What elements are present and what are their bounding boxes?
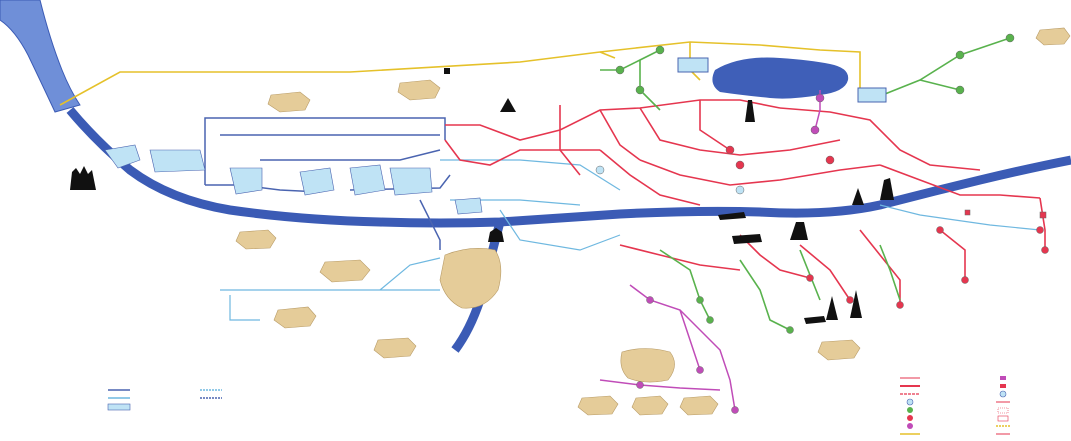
landmark-silhouette-icon [804, 316, 826, 324]
district-blob [235, 229, 277, 250]
landmark-silhouette-icon [488, 228, 504, 242]
station-node-icon [731, 406, 739, 414]
landmark-silhouette-icon [852, 188, 864, 205]
network-nodes [595, 33, 1049, 414]
district-blob [1035, 27, 1071, 46]
district-blob [620, 348, 675, 383]
station-node-icon [646, 296, 654, 304]
station-node-icon [1005, 33, 1015, 43]
landmark-silhouette-icon [850, 290, 862, 318]
station-node-icon [595, 165, 605, 175]
station-node-icon [655, 45, 665, 55]
legend-left [107, 389, 222, 411]
district-blob [631, 395, 669, 416]
landmark-silhouette-icon [790, 222, 808, 240]
landmark-silhouette-icon [70, 166, 96, 190]
station-node-icon [635, 85, 645, 95]
station-node-icon [815, 93, 825, 103]
station-node-icon [1039, 211, 1047, 219]
reservoirs [677, 57, 887, 103]
lake [712, 57, 849, 99]
district-blob [319, 259, 371, 283]
district-blob [577, 395, 619, 416]
station-node-icon [696, 296, 704, 304]
landmark-silhouette-icon [826, 296, 838, 320]
station-node-icon [964, 209, 971, 216]
river-channel [66, 107, 1071, 228]
light-network [220, 159, 1041, 321]
station-node-icon [936, 226, 944, 234]
station-node-icon [615, 65, 625, 75]
station-node-icon [1041, 246, 1049, 254]
landmark-silhouette-icon [500, 98, 516, 112]
irrigation-network [600, 37, 1011, 331]
landmark-silhouette-icon [732, 234, 762, 244]
station-node-icon [825, 155, 835, 165]
station-node-icon [636, 381, 644, 389]
district-blob [439, 248, 502, 309]
station-node-icon [896, 301, 904, 309]
landmark-silhouette-icon [880, 178, 894, 200]
pipeline-station-icon [444, 68, 450, 74]
district-blob [373, 337, 417, 359]
station-node-icon [846, 296, 854, 304]
districts [235, 27, 1071, 416]
district-blob [679, 395, 719, 416]
district-blob [397, 79, 441, 101]
reservoir-icon [677, 57, 709, 73]
landmark-silhouette-icon [745, 100, 755, 122]
river [0, 0, 1071, 353]
station-node-icon [955, 85, 965, 95]
station-node-icon [706, 316, 714, 324]
station-node-icon [735, 160, 745, 170]
station-node-icon [696, 366, 704, 374]
sewer-network [444, 99, 1046, 305]
station-node-icon [725, 145, 735, 155]
reservoir-icon [857, 87, 887, 103]
station-node-icon [955, 50, 965, 60]
station-node-icon [961, 276, 969, 284]
district-blob [817, 339, 861, 361]
station-node-icon [735, 185, 745, 195]
station-node-icon [1036, 226, 1044, 234]
treatment-basins [104, 144, 483, 215]
district-blob [273, 306, 317, 329]
station-node-icon [786, 326, 794, 334]
landmark-silhouette-icon [718, 212, 746, 220]
river-upper-bay [0, 0, 81, 113]
station-node-icon [806, 274, 814, 282]
landmarks [70, 98, 894, 324]
station-node-icon [810, 125, 820, 135]
legend-right [900, 376, 1010, 435]
district-blob [267, 91, 311, 113]
